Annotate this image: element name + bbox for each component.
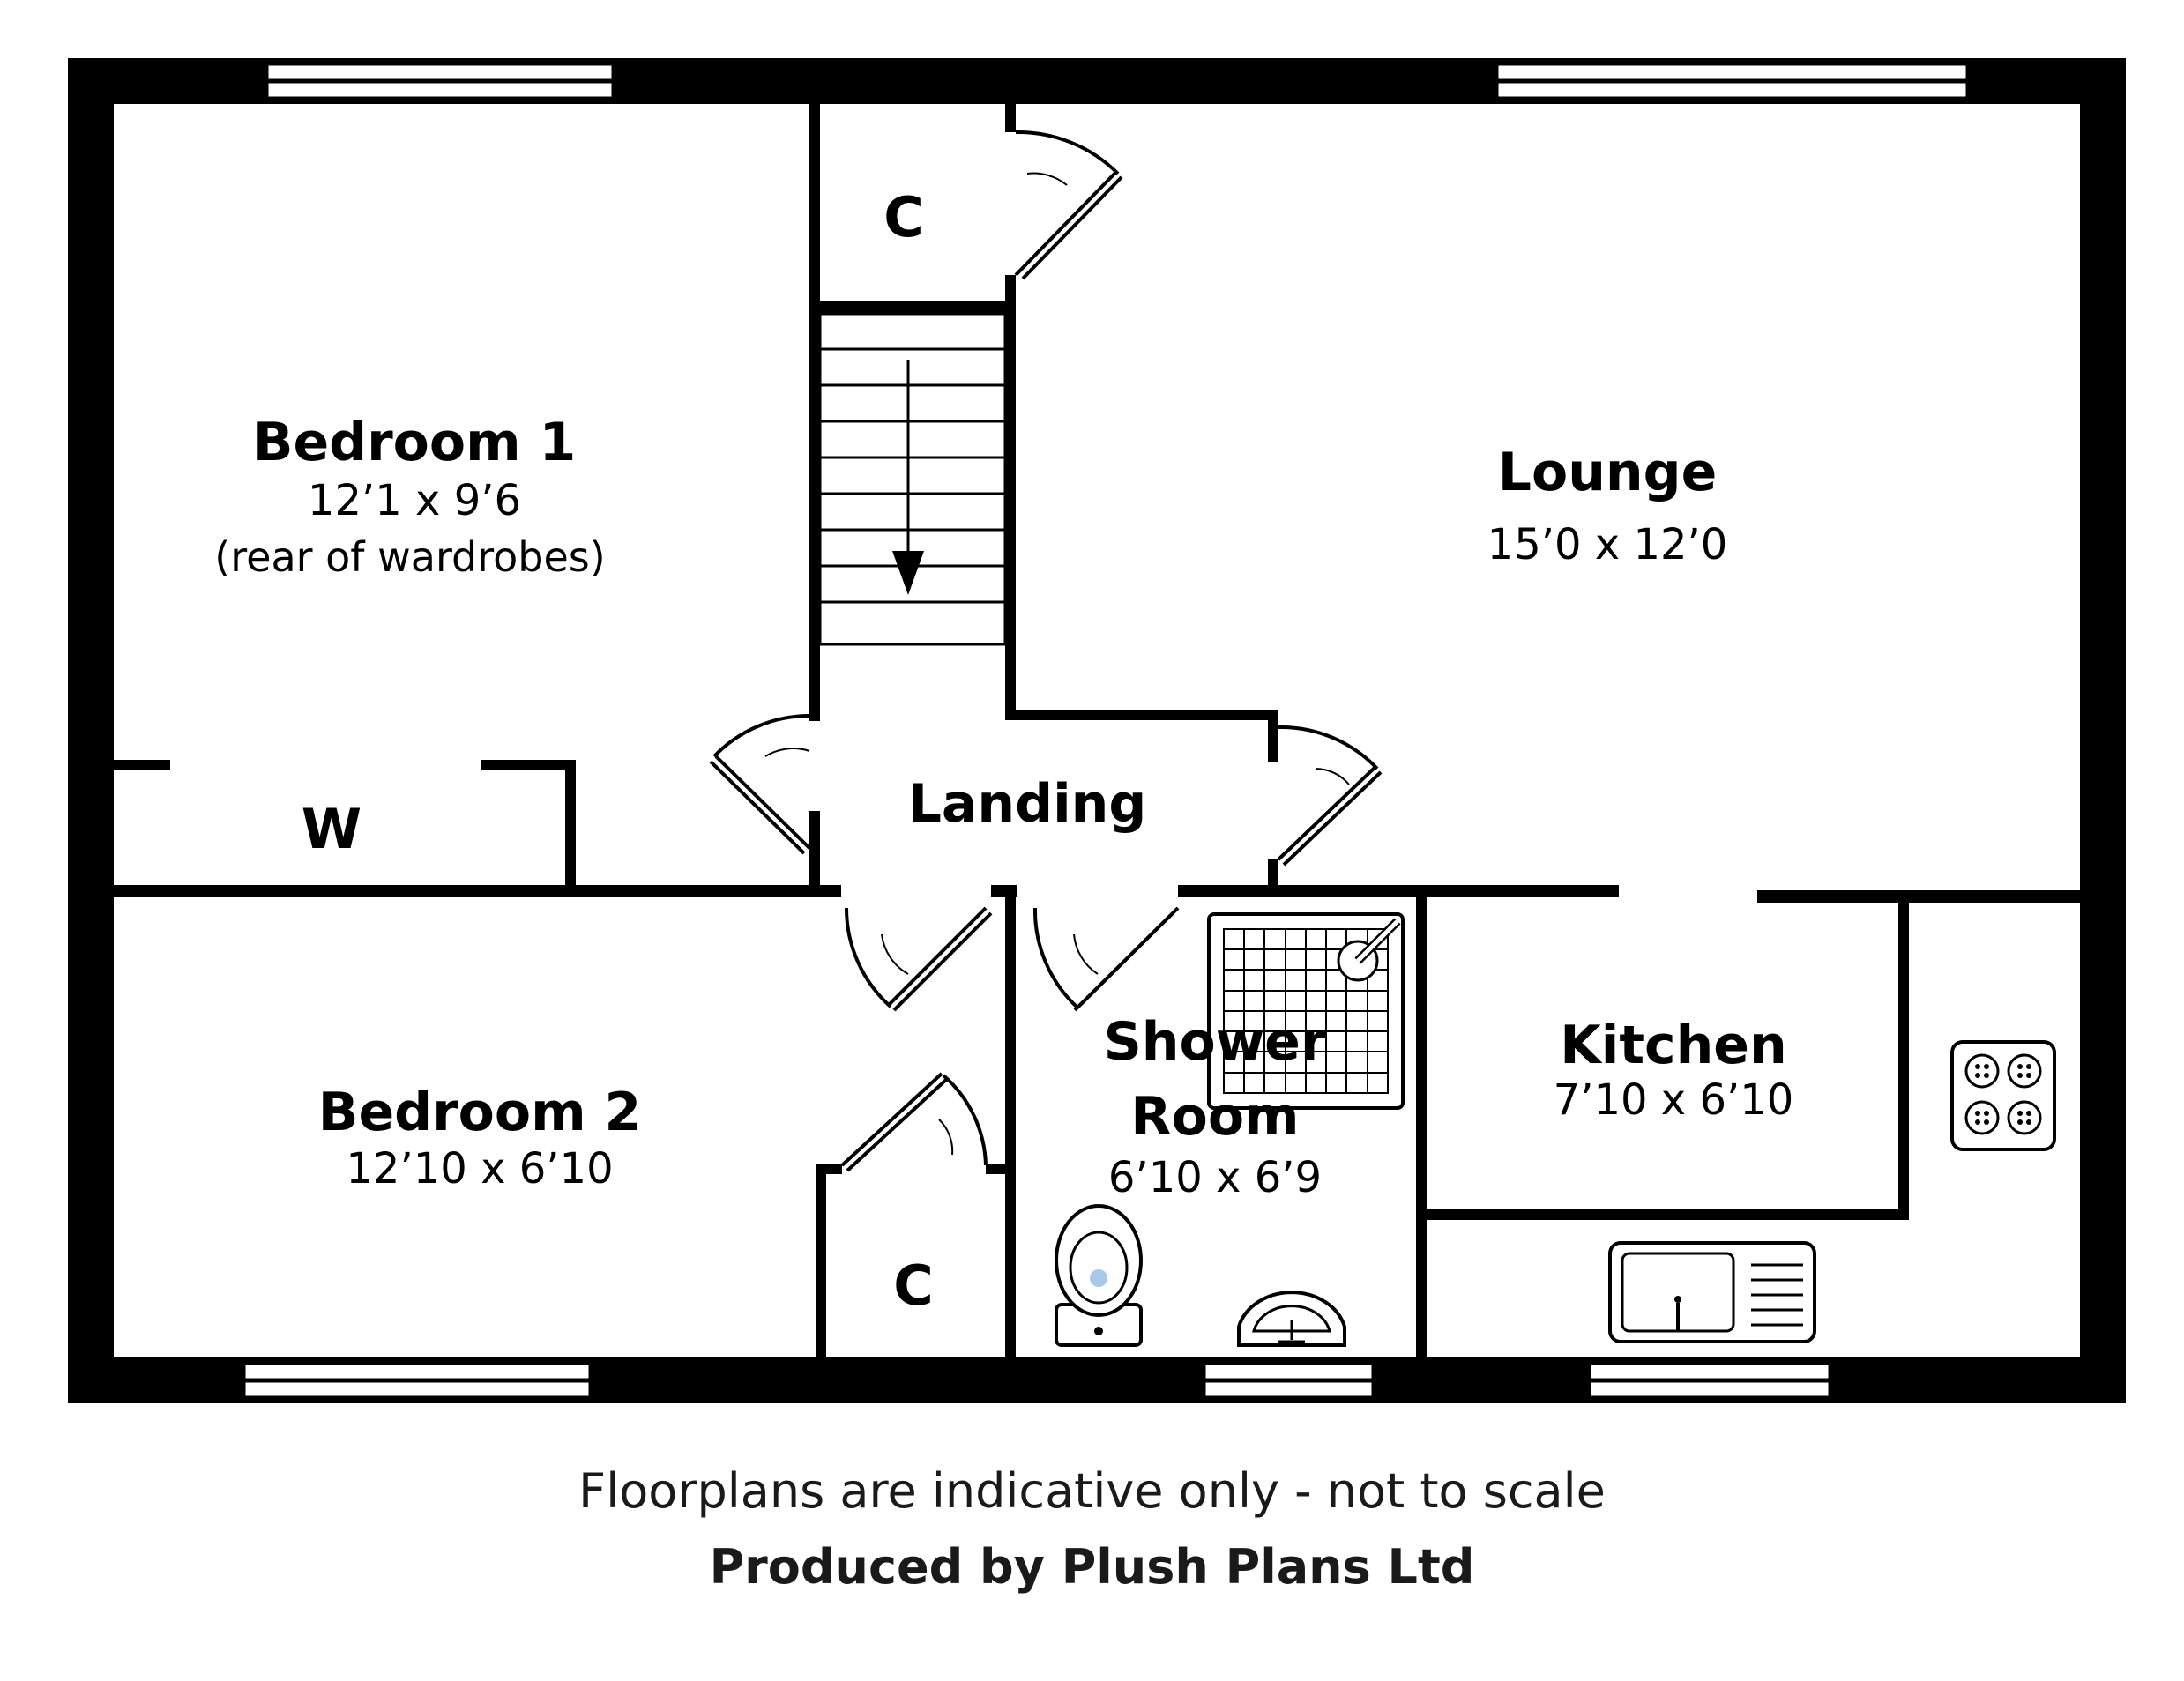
sink-icon [1608,1241,1816,1343]
window-icon [241,61,1971,1401]
credit-text: Produced by Plush Plans Ltd [709,1539,1475,1595]
shower-tray-icon [1207,912,1405,1110]
shower-name-line1: Shower [1104,1011,1327,1073]
staircase-icon [818,312,1007,646]
kitchen-dims: 7’10 x 6’10 [1554,1075,1794,1125]
bedroom1-name: Bedroom 1 [253,412,577,473]
basin-icon [1237,1291,1346,1347]
hob-icon [1950,1040,2056,1151]
disclaimer-text: Floorplans are indicative only - not to … [578,1463,1606,1519]
cupboard-bottom-label: C [893,1253,934,1318]
door-swing-icon [709,130,1383,1172]
toilet-icon [1055,1204,1143,1347]
interior-walls [114,104,2080,1357]
lounge-dims: 15’0 x 12’0 [1487,520,1728,569]
bedroom2-name: Bedroom 2 [318,1082,642,1143]
bedroom1-dims: 12’1 x 9’6 [308,476,521,525]
shower-name-line2: Room [1130,1086,1299,1148]
landing-name: Landing [908,773,1147,835]
cupboard-top-label: C [883,185,924,249]
outer-walls [68,58,2126,1403]
shower-dims: 6’10 x 6’9 [1108,1153,1322,1202]
bedroom2-dims: 12’10 x 6’10 [346,1144,613,1194]
lounge-name: Lounge [1498,442,1718,503]
kitchen-name: Kitchen [1560,1015,1786,1076]
bedroom1-note: (rear of wardrobes) [214,533,605,581]
wardrobe-label: W [302,797,362,861]
